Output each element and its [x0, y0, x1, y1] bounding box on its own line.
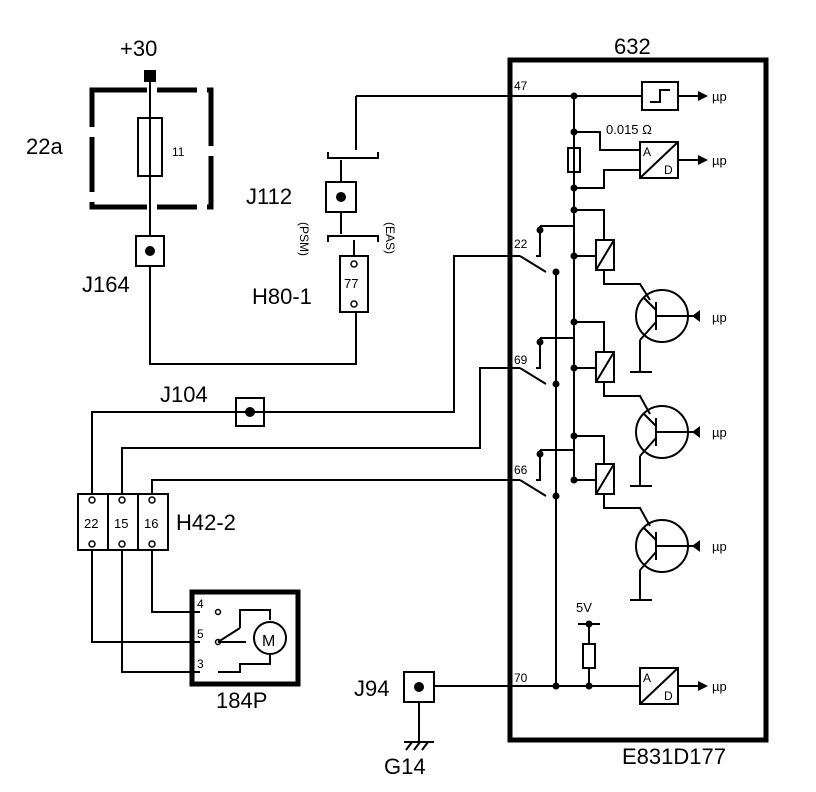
eas-label: (EAS)	[383, 222, 397, 254]
supply-label: +30	[120, 36, 157, 61]
ad2-d: D	[664, 689, 673, 703]
j112-label: J112	[246, 184, 292, 209]
connector-j104: J104	[160, 382, 265, 427]
j164-label: J164	[82, 272, 130, 297]
h42-pin-22: 22	[84, 516, 98, 531]
connector-h42-2: 22 15 16 H42-2	[77, 493, 236, 551]
pin-70: 70	[514, 671, 528, 685]
ad1-d: D	[664, 163, 673, 177]
motor-unit-outline	[189, 589, 301, 687]
module-632: 632 E831D177 47 22 69 66 70 µp 0.015 Ω A…	[507, 34, 769, 769]
pin-69: 69	[514, 353, 528, 367]
mu-p-5: µp	[712, 539, 727, 554]
j94-label: J94	[354, 676, 389, 701]
pin-22: 22	[514, 237, 528, 251]
fuse-box-22a: +30 22a 11	[26, 36, 214, 236]
ad1-a: A	[643, 145, 651, 159]
mu-p-3: µp	[712, 310, 727, 325]
reference-label: E831D177	[622, 744, 726, 769]
connector-j112: J112 (PSM) (EAS)	[246, 96, 397, 256]
fuse-number: 11	[172, 145, 185, 159]
supply-terminal	[144, 70, 156, 82]
j104-label: J104	[160, 382, 208, 407]
h42-pin-16: 16	[144, 516, 158, 531]
h42-pin-15: 15	[114, 516, 128, 531]
mu-p-2: µp	[712, 153, 727, 168]
motor-unit-label: 184P	[216, 688, 267, 713]
motor-unit-184p: 4 5 3 M 184P	[189, 589, 301, 713]
h80-label: H80-1	[252, 284, 312, 309]
motor-label: M	[262, 633, 275, 650]
h42-label: H42-2	[176, 510, 236, 535]
fuse-box-outline	[89, 87, 214, 210]
pin-47: 47	[514, 79, 528, 93]
connector-h80-1: 77 H80-1	[252, 240, 369, 313]
module-label: 632	[614, 34, 651, 59]
motor-pin-5: 5	[197, 627, 204, 641]
motor-pin-3: 3	[197, 657, 204, 671]
pullup-resistor	[582, 643, 596, 669]
supply-5v-label: 5V	[576, 600, 592, 615]
pin-66: 66	[514, 463, 528, 477]
mu-p-4: µp	[712, 425, 727, 440]
psm-label: (PSM)	[297, 222, 311, 256]
mu-p-1: µp	[712, 89, 727, 104]
h80-pin: 77	[344, 276, 358, 291]
connector-j164: J164	[82, 235, 165, 297]
ad2-a: A	[643, 671, 651, 685]
connector-j94: J94 G14	[354, 671, 640, 779]
module-outline	[507, 57, 769, 743]
fuse-box-label: 22a	[26, 134, 63, 159]
mu-p-6: µp	[712, 679, 727, 694]
ground-label: G14	[384, 754, 426, 779]
motor-pin-4: 4	[197, 597, 204, 611]
resistor-label: 0.015 Ω	[606, 122, 652, 137]
